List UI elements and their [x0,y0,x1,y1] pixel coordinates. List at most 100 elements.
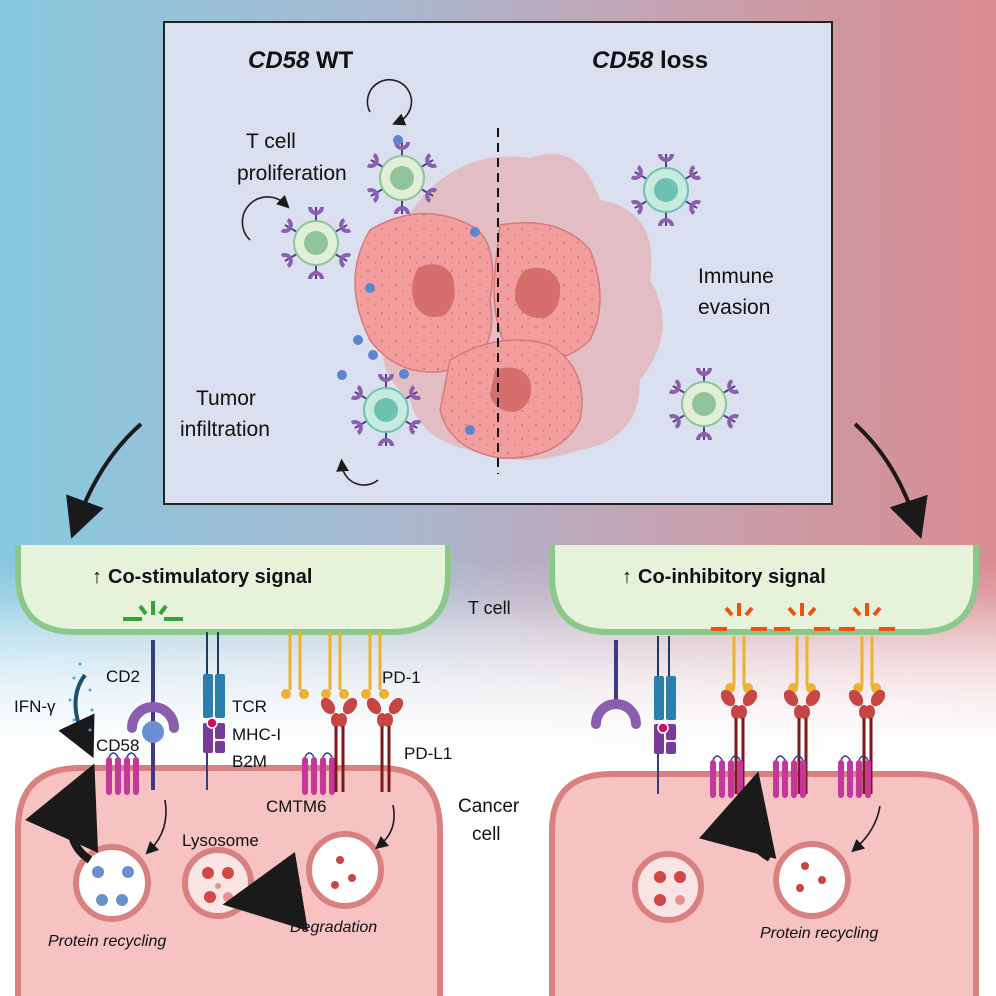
tcr-receptor-icon [727,379,740,394]
label-t-cell: T cell [468,598,511,618]
cd58-marker [365,283,375,293]
tcr-receptor-icon [696,432,712,441]
cmtm6-helix-icon [838,755,871,798]
label-protein-recycling-right: Protein recycling [760,925,878,942]
t-cell [668,367,740,441]
arrow-to-loss-panel [853,422,928,539]
inhibitory-burst-icons [711,603,895,631]
tcr-mhc-complex [203,632,225,790]
label-t-cell-proliferation-2: proliferation [237,162,347,185]
proliferation-arrow [366,78,413,126]
pd1-pdl1-group [710,636,886,798]
tcr-receptor-icon [425,153,438,168]
label-cancer-1: Cancer [458,796,520,817]
co-stimulatory-label: Co-stimulatory signal [108,566,312,588]
tcr-receptor-icon [668,379,681,394]
cd2-receptor [127,702,179,733]
tcr-receptor-icon [366,153,379,168]
pd1-pdl1-pair [783,636,821,794]
label-degradation: Degradation [290,919,377,936]
tcr-receptor-icon [308,206,324,215]
nucleus [412,264,455,318]
cd2-receptor [591,699,641,729]
tcr-receptor-icon [280,218,293,233]
tcr-receptor-icon [425,188,438,203]
recycling-vesicle [773,841,851,919]
tcr-receptor-icon [339,253,352,268]
left-mechanism-panel: ↑ Co-stimulatory signal [14,545,452,996]
up-arrow-icon: ↑ [622,566,632,588]
tcr-receptor-icon [727,414,740,429]
cd58-marker [393,135,403,145]
cd58-marker [353,335,363,345]
tcr-receptor-icon [339,218,352,233]
nucleus [490,367,531,412]
t-cell [280,206,352,280]
cd58-marker [337,370,347,380]
tcr-receptor-icon [394,206,410,215]
label-t-cell-proliferation-1: T cell [246,130,296,153]
up-arrow-icon: ↑ [92,566,102,588]
tcr-receptor-icon [696,367,712,376]
tcr-receptor-icon [658,218,674,227]
label-immune-evasion-2: evasion [698,296,770,319]
tcr-receptor-icon [630,165,643,180]
cancer-cell-membrane [549,771,979,996]
tcr-receptor-icon [409,420,422,435]
tcr-receptor-icon [658,153,674,162]
right-mechanism-panel: ↑ Co-inhibitory signal [549,545,979,996]
cmtm6-helix-icon [106,752,139,795]
ifn-gamma-arrow [58,673,95,759]
tcr-receptor-icon [689,200,702,215]
label-ifn-gamma: IFN-γ [14,697,56,716]
pd1-receptor [281,632,309,699]
proliferation-arrow [241,194,290,241]
lysosome-vesicle [182,847,254,919]
label-tcr: TCR [232,697,267,716]
endocytosis-arrow [375,804,395,850]
label-lysosome: Lysosome [182,831,259,850]
co-inhibitory-label: Co-inhibitory signal [638,566,826,588]
tcr-receptor-icon [378,438,394,447]
degradation-arrow [222,851,309,931]
pd1-pdl1-group [281,632,404,792]
label-tumor-infiltration-2: infiltration [180,418,270,441]
cd58-marker [470,227,480,237]
tcr-receptor-icon [630,200,643,215]
arrow-to-wt-panel [66,422,143,539]
inhibitory-burst-icon [711,603,767,631]
t-cells-group [280,135,740,447]
label-mhc-i: MHC-I [232,725,281,744]
t-cell-membrane [549,545,979,635]
cmtm6-helix-icon [302,752,335,795]
tumor-cluster [354,128,663,474]
recycling-vesicle [73,844,151,922]
tcr-receptor-icon [378,373,394,382]
endocytosis-arrow [851,805,881,853]
degradation-vesicle [306,831,384,909]
tcr-receptor-icon [689,165,702,180]
cd58-marker [399,369,409,379]
tcr-receptor-icon [366,188,379,203]
tcr-receptor-icon [409,385,422,400]
top-panel: CD58 WT CD58 loss T cell proliferation T… [163,21,833,505]
proliferation-arrow [336,458,379,486]
signal-burst-icon [123,601,183,621]
tcr-mhc-complex [654,636,676,794]
tcr-receptor-icon [280,253,293,268]
cmtm6-helix [106,752,335,795]
label-immune-evasion-1: Immune [698,265,774,288]
ifn-gamma-dots [68,662,94,732]
t-cell [630,153,702,227]
cd58-marker [368,350,378,360]
tcr-receptor-icon [350,420,363,435]
label-protein-recycling-left: Protein recycling [48,933,166,950]
t-cell [366,141,438,215]
tcr-receptor-icon [308,271,324,280]
recycling-arrow [699,771,777,862]
tcr-receptor-icon [350,385,363,400]
label-pdl1: PD-L1 [404,744,452,763]
title-cd58-wt: CD58 WT [248,47,354,74]
pd1-receptor [321,632,349,699]
